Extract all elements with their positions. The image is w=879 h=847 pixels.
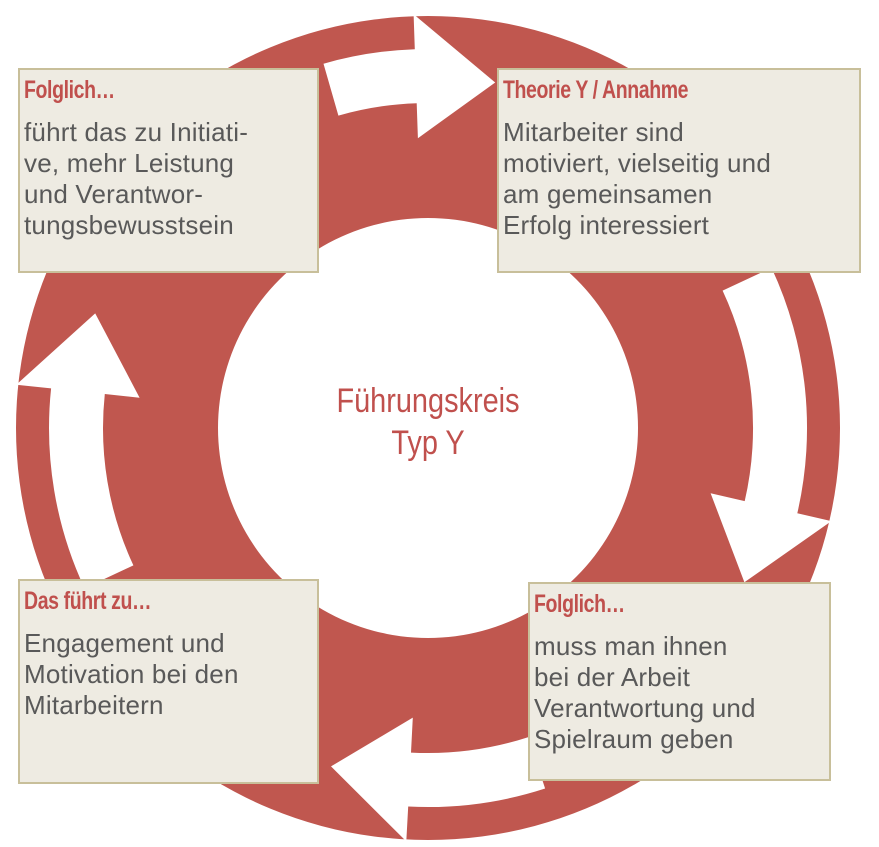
box-text: führt das zu Initiati- ve, mehr Leistung… <box>24 117 249 240</box>
box-text: Engagement und Motivation bei den Mitarb… <box>24 628 239 720</box>
arrow-bottom-icon <box>331 717 546 842</box>
box-text: muss man ihnen bei der Arbeit Verantwort… <box>534 631 756 754</box>
box-top-left: Folglich… führt das zu Initiati- ve, meh… <box>18 68 319 273</box>
box-heading: Folglich… <box>534 590 625 618</box>
box-bottom-left: Das führt zu… Engagement und Motivation … <box>18 579 319 784</box>
box-heading: Theorie Y / Annahme <box>503 76 689 104</box>
center-title: Führungskreis Typ Y <box>258 380 598 464</box>
box-text: Mitarbeiter sind motiviert, vielseitig u… <box>503 117 771 240</box>
arrow-left-icon <box>16 313 140 589</box>
box-top-right: Theorie Y / Annahme Mitarbeiter sind mot… <box>497 68 861 273</box>
center-title-line1: Führungskreis <box>336 382 520 420</box>
box-bottom-right: Folglich… muss man ihnen bei der Arbeit … <box>528 582 831 781</box>
arrow-right-icon <box>710 267 832 583</box>
center-title-line2: Typ Y <box>391 424 465 462</box>
box-heading: Folglich… <box>24 76 115 104</box>
arrow-top-icon <box>323 14 496 139</box>
box-heading: Das führt zu… <box>24 587 152 615</box>
